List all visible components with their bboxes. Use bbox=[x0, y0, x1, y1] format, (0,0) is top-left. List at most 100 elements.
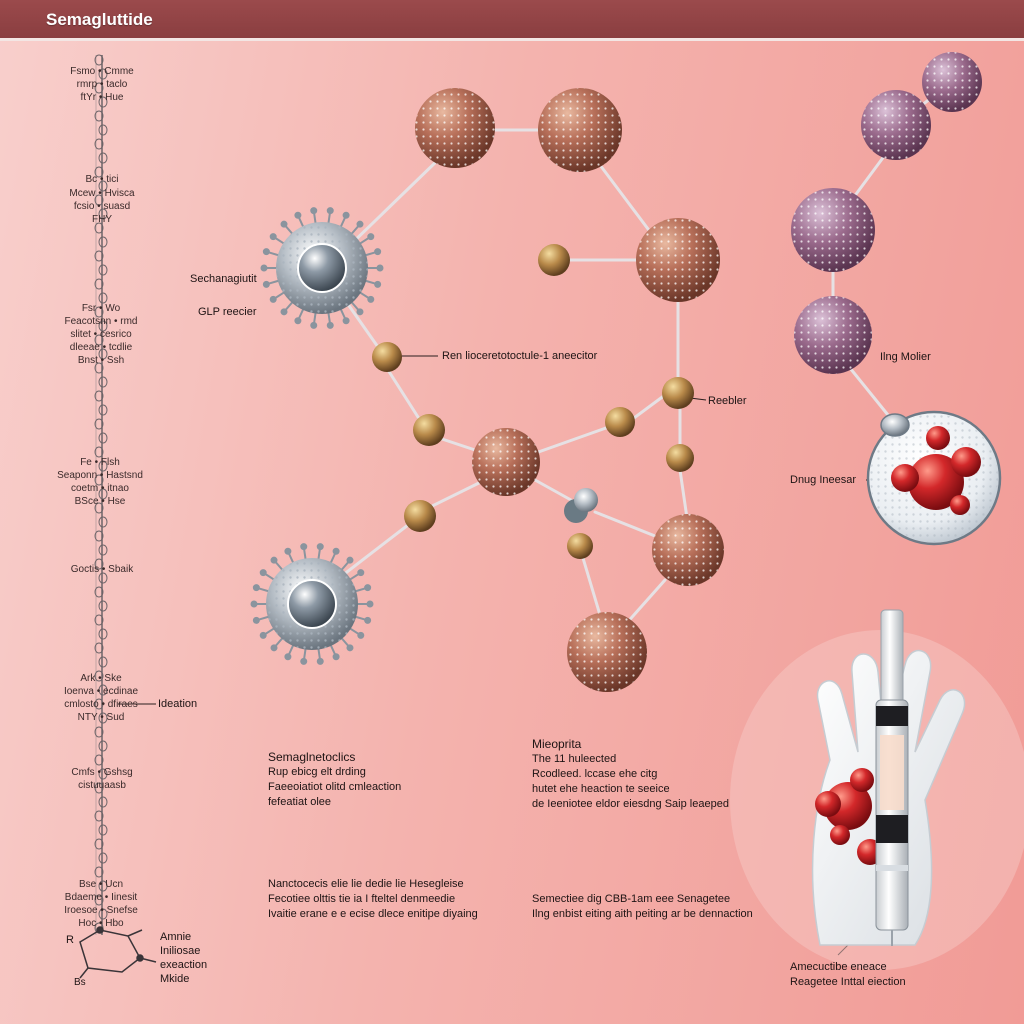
chain-bead bbox=[94, 782, 104, 794]
receptor-spike-tip bbox=[310, 207, 318, 215]
chain-bead bbox=[94, 54, 104, 66]
receptor-spike-tip bbox=[342, 211, 350, 219]
chain-bead bbox=[94, 614, 104, 626]
chain-bead bbox=[98, 96, 108, 108]
receptor-spike-tip bbox=[364, 584, 372, 592]
receptor-spike-tip bbox=[259, 631, 267, 639]
chain-bead bbox=[98, 656, 108, 668]
chain-bead bbox=[94, 642, 104, 654]
drug-receptor-label: Dnug Ineesar bbox=[790, 474, 857, 486]
text-block-2: Mieoprita The 11 huleected Rcodleed. lcc… bbox=[532, 737, 729, 810]
receptor-spike-tip bbox=[252, 584, 260, 592]
receptor-spike-tip bbox=[270, 556, 278, 564]
receptor-spike-tip bbox=[364, 616, 372, 624]
chain-bead bbox=[94, 838, 104, 850]
chain-bead bbox=[98, 488, 108, 500]
chain-bead bbox=[98, 432, 108, 444]
chain-bead bbox=[98, 880, 108, 892]
chain-bead bbox=[94, 558, 104, 570]
receptor-spike-tip bbox=[316, 657, 324, 665]
chain-bead bbox=[94, 110, 104, 122]
receptor-spike-tip bbox=[366, 600, 374, 608]
peptide-chain bbox=[94, 54, 108, 935]
receptor-spike-tip bbox=[269, 233, 277, 241]
receptor-spike-tip bbox=[259, 569, 267, 577]
chain-bead bbox=[98, 684, 108, 696]
purple-spheres bbox=[791, 52, 982, 374]
receptor-spike-tip bbox=[374, 248, 382, 256]
receptor-spike-tip bbox=[316, 543, 324, 551]
chain-label-6: Goctis • Sbaik bbox=[70, 564, 134, 575]
ring-label-r: R bbox=[66, 934, 74, 946]
chain-bead bbox=[94, 894, 104, 906]
page-title: Semagluttide bbox=[46, 10, 153, 29]
chain-bead bbox=[98, 768, 108, 780]
copper-spheres bbox=[415, 88, 724, 692]
chain-bead bbox=[94, 250, 104, 262]
chain-bead bbox=[98, 68, 108, 80]
receptor-spike-tip bbox=[294, 211, 302, 219]
chain-bead bbox=[94, 530, 104, 542]
chain-bead bbox=[98, 152, 108, 164]
chain-bead bbox=[94, 754, 104, 766]
receptor-spike-tip bbox=[367, 295, 375, 303]
receptor-spike-tip bbox=[294, 317, 302, 325]
receptor-spike-tip bbox=[356, 308, 364, 316]
chain-bead bbox=[98, 712, 108, 724]
chain-bead bbox=[98, 824, 108, 836]
chain-bead bbox=[94, 698, 104, 710]
receptor-spike-tip bbox=[300, 543, 308, 551]
injection-caption: Amecuctibe eneace Reagetee Inttal eiecti… bbox=[790, 961, 906, 988]
chain-bead bbox=[94, 586, 104, 598]
chain-bead bbox=[94, 194, 104, 206]
amino-sphere-6 bbox=[567, 612, 647, 692]
receptor-spike-tip bbox=[280, 308, 288, 316]
chain-bead bbox=[94, 866, 104, 878]
receptor-spike-tip bbox=[346, 556, 354, 564]
chain-bead bbox=[94, 474, 104, 486]
receptor-spike-tip bbox=[357, 569, 365, 577]
drug-receptor bbox=[866, 410, 1002, 546]
receptor-spike-tip bbox=[269, 295, 277, 303]
chain-label-2: Bc • tici bbox=[85, 174, 119, 185]
receptor-spike-tip bbox=[252, 616, 260, 624]
chain-bead bbox=[98, 376, 108, 388]
chain-bead bbox=[98, 852, 108, 864]
chain-bead bbox=[98, 404, 108, 416]
amino-sphere-4 bbox=[472, 428, 540, 496]
receptor-spike-tip bbox=[250, 600, 258, 608]
chain-bead bbox=[94, 138, 104, 150]
chain-bead bbox=[98, 572, 108, 584]
chain-bead bbox=[94, 222, 104, 234]
receptor-spike-tip bbox=[284, 547, 292, 555]
ring-structure bbox=[79, 926, 157, 979]
text-block-1: Semaglnetoclics Rup ebicg elt drding Fae… bbox=[268, 750, 402, 808]
receptor-spike-tip bbox=[332, 653, 340, 661]
amino-sphere-2 bbox=[538, 88, 622, 172]
chain-bead bbox=[94, 166, 104, 178]
chain-bead bbox=[98, 264, 108, 276]
chain-bead bbox=[98, 460, 108, 472]
receptor-pathway-label: Ren lioceretotoctule-1 aneecitor bbox=[442, 350, 598, 362]
chain-bead bbox=[98, 124, 108, 136]
chain-bead bbox=[94, 390, 104, 402]
receptor-spike-tip bbox=[300, 657, 308, 665]
receptor-spike-tip bbox=[262, 280, 270, 288]
chain-bead bbox=[98, 628, 108, 640]
amino-sphere-3 bbox=[636, 218, 720, 302]
injection-pen bbox=[875, 609, 909, 946]
header-bar: Semagluttide bbox=[0, 0, 1024, 41]
receptor-spike-tip bbox=[310, 321, 318, 329]
receptor-spike-tip bbox=[374, 280, 382, 288]
text-block-4: Semectiee dig CBB-1am eee Senagetee Ilng… bbox=[532, 893, 753, 920]
receptor-spike-tip bbox=[270, 644, 278, 652]
ring-caption: Amnie Iniliosae exeaction Mkide bbox=[160, 931, 208, 985]
chain-bead bbox=[98, 544, 108, 556]
receptor-spike-tip bbox=[346, 644, 354, 652]
chain-bead bbox=[98, 208, 108, 220]
chain-bead bbox=[94, 418, 104, 430]
chain-bead bbox=[94, 82, 104, 94]
reebler-label: Reebler bbox=[708, 395, 747, 407]
